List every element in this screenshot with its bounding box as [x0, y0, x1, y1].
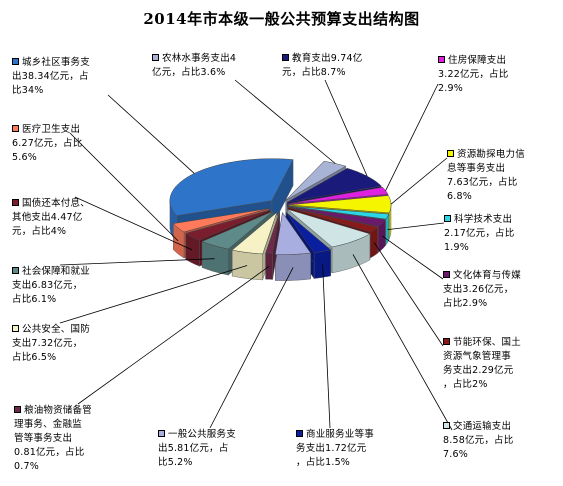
callout-swatch	[12, 267, 19, 274]
slice-callout: 商业服务业等事 务支出1.72亿元 ，占比1.5%	[296, 428, 374, 470]
pie-slice	[172, 208, 269, 233]
pie-slice	[287, 208, 371, 248]
slice-callout: 公共安全、国防 支出7.32亿元， 占比6.5%	[12, 323, 90, 365]
pie-slice	[265, 211, 280, 254]
slice-callout: 资源勘探电力信 息等事务支出 7.63亿元，占比 6.8%	[447, 148, 525, 204]
callout-label: 节能环保、国土 资源气象管理事 务支出2.29亿元 ，占比2%	[443, 337, 521, 390]
leader-line	[69, 132, 179, 242]
callout-swatch	[12, 199, 19, 206]
callout-swatch	[158, 430, 165, 437]
callout-label: 公共安全、国防 支出7.32亿元， 占比6.5%	[12, 324, 90, 363]
pie-slice	[201, 211, 274, 250]
slice-callout: 住房保障支出 3.22亿元，占比 2.9%	[438, 54, 508, 96]
slice-callout: 节能环保、国土 资源气象管理事 务支出2.29亿元 ，占比2%	[443, 336, 521, 392]
callout-label: 一般公共服务支 出5.81亿元，占 比5.2%	[158, 429, 236, 468]
callout-swatch	[438, 56, 445, 63]
leader-line	[59, 258, 215, 266]
leader-lines	[59, 79, 453, 431]
callout-swatch	[12, 325, 19, 332]
callout-label: 住房保障支出 3.22亿元，占比 2.9%	[438, 55, 509, 94]
callout-swatch	[12, 125, 19, 132]
pie-slice	[169, 158, 294, 217]
slice-callout: 粮油物资储备管 理事务、金融监 管等事务支出 0.81亿元，占比 0.7%	[14, 404, 92, 474]
leader-line	[324, 79, 368, 177]
callout-label: 商业服务业等事 务支出1.72亿元 ，占比1.5%	[296, 429, 374, 468]
callout-swatch	[443, 422, 450, 429]
pie-slice	[185, 209, 271, 241]
callout-swatch	[443, 338, 450, 345]
slice-callout: 教育支出9.74亿 元，占比8.7%	[282, 52, 362, 80]
pie-slice	[288, 205, 390, 220]
leader-line	[373, 242, 444, 347]
slice-callout: 文化体育与传媒 支出3.26亿元， 占比2.9%	[443, 269, 521, 311]
callout-label: 科学技术支出 2.17亿元，占比 1.9%	[444, 214, 515, 253]
callout-swatch	[282, 54, 289, 61]
leader-line	[387, 222, 445, 230]
callout-label: 农林水事务支出4 亿元，占比3.6%	[152, 53, 237, 78]
leader-line	[107, 94, 195, 174]
leader-line	[234, 79, 336, 164]
pie-slice	[288, 206, 386, 227]
slice-callout: 一般公共服务支 出5.81亿元，占 比5.2%	[158, 428, 236, 470]
leader-line	[209, 267, 294, 429]
leader-line	[322, 264, 331, 429]
pie-slice	[285, 212, 332, 253]
slice-callout: 科学技术支出 2.17亿元，占比 1.9%	[444, 213, 514, 255]
leader-line	[74, 196, 193, 251]
callout-label: 社会保障和就业 支出6.83亿元， 占比6.1%	[12, 266, 90, 305]
pie-slice	[231, 211, 278, 255]
pie-slice	[287, 207, 379, 233]
callout-swatch	[444, 215, 451, 222]
callout-label: 教育支出9.74亿 元，占比8.7%	[282, 53, 363, 78]
callout-label: 交通运输支出 8.58亿元，占比 7.6%	[443, 421, 514, 460]
leader-line	[390, 157, 448, 205]
leader-line	[382, 235, 444, 280]
leader-line	[77, 265, 270, 405]
callout-label: 国债还本付息、 其他支出4.47亿 元，占比4%	[12, 198, 90, 237]
callout-swatch	[443, 271, 450, 278]
leader-line	[352, 254, 453, 431]
slice-callout: 交通运输支出 8.58亿元，占比 7.6%	[443, 420, 513, 462]
callout-label: 资源勘探电力信 息等事务支出 7.63亿元，占比 6.8%	[447, 149, 525, 202]
pie-slice	[275, 212, 312, 255]
callout-label: 粮油物资储备管 理事务、金融监 管等事务支出 0.81亿元，占比 0.7%	[14, 405, 92, 472]
callout-label: 城乡社区事务支 出38.34亿元，占 比34%	[12, 57, 90, 96]
slice-callout: 农林水事务支出4 亿元，占比3.6%	[152, 52, 236, 80]
callout-label: 医疗卫生支出 6.27亿元，占比 5.6%	[12, 124, 83, 163]
callout-swatch	[447, 150, 454, 157]
leader-line	[59, 265, 248, 324]
callout-swatch	[14, 406, 21, 413]
slice-callout: 城乡社区事务支 出38.34亿元，占 比34%	[12, 56, 90, 98]
callout-swatch	[296, 430, 303, 437]
chart-title: 2014年市本级一般公共预算支出结构图	[143, 10, 420, 28]
callout-swatch	[12, 58, 19, 65]
pie-tops	[169, 158, 392, 255]
callout-label: 文化体育与传媒 支出3.26亿元， 占比2.9%	[443, 270, 521, 309]
callout-swatch	[152, 54, 159, 61]
leader-line	[385, 83, 439, 191]
slice-callout: 社会保障和就业 支出6.83亿元， 占比6.1%	[12, 265, 90, 307]
slice-callout: 医疗卫生支出 6.27亿元，占比 5.6%	[12, 123, 82, 165]
slice-callout: 国债还本付息、 其他支出4.47亿 元，占比4%	[12, 197, 90, 239]
